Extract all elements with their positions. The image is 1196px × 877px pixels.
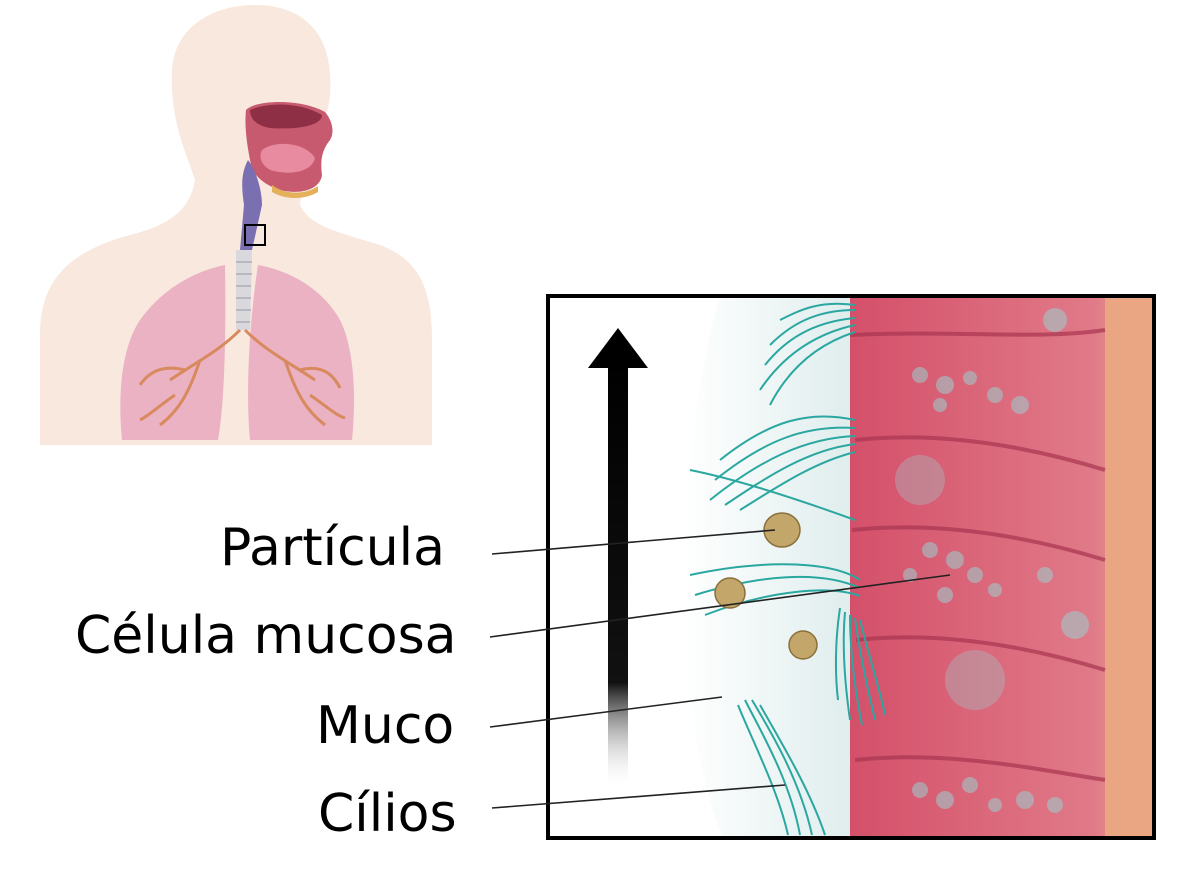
movement-arrow-head	[588, 328, 648, 368]
label-particle: Partícula	[220, 518, 445, 578]
nasal-cavity	[250, 104, 322, 129]
basement-layer	[1105, 296, 1154, 838]
cilia-detail-panel	[548, 296, 1154, 838]
leader-lines	[489, 529, 951, 809]
zoom-region-marker	[244, 224, 266, 246]
cilia-strands	[689, 302, 886, 836]
particle-2	[714, 577, 746, 609]
leader-mucus	[489, 696, 723, 728]
particle-1	[763, 512, 801, 548]
mucus-vesicles	[895, 308, 1089, 813]
tongue	[260, 143, 315, 173]
jaw	[272, 185, 318, 198]
detail-panel-frame	[546, 294, 1156, 840]
cell-borders	[849, 328, 1106, 782]
label-mucous-cell: Célula mucosa	[75, 606, 457, 666]
right-lung	[248, 265, 355, 440]
leader-cilia	[491, 784, 786, 809]
particle-3	[788, 630, 818, 660]
leader-mucous-cell	[489, 574, 951, 638]
particles	[714, 512, 818, 660]
mucus-layer	[684, 296, 870, 838]
trachea-rings	[236, 261, 252, 323]
human-torso-illustration	[40, 5, 432, 445]
movement-arrow-shaft	[608, 360, 628, 790]
body-silhouette	[40, 5, 432, 445]
epithelium-tissue	[850, 296, 1154, 838]
leader-particle	[491, 529, 776, 555]
label-mucus: Muco	[316, 696, 455, 756]
left-lung	[120, 265, 226, 440]
label-cilia: Cílios	[318, 784, 457, 844]
bronchi-tree	[138, 328, 346, 427]
